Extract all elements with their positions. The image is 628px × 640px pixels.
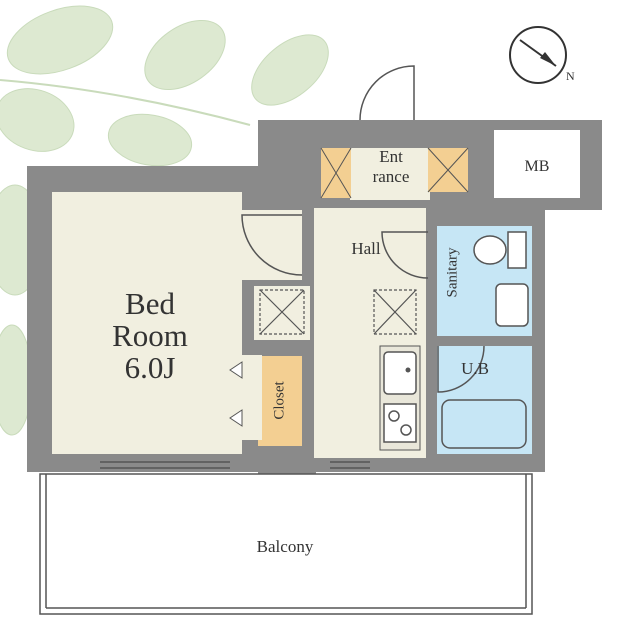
bedroom-label-line2: Room <box>112 318 188 353</box>
windows <box>100 461 370 469</box>
leaf-decoration-icon <box>0 5 329 436</box>
entrance-label-line1: Ent <box>379 147 403 166</box>
balcony-label: Balcony <box>256 537 314 556</box>
ub-label: U.B <box>461 359 489 378</box>
entrance-label-line2: rance <box>372 167 410 186</box>
mb-floor <box>494 130 580 198</box>
closet-floor <box>258 356 302 446</box>
sink-icon <box>383 351 417 395</box>
closet-niche <box>242 355 262 440</box>
hall-label: Hall <box>351 239 381 258</box>
bedroom-size-label: 6.0J <box>124 350 176 385</box>
closet-label: Closet <box>271 381 288 420</box>
svg-text:N: N <box>566 69 575 83</box>
entrance-floor <box>350 148 430 200</box>
balcony-outline <box>39 473 533 615</box>
sanitary-label: Sanitary <box>444 247 461 298</box>
mb-label: MB <box>524 158 550 175</box>
pantry-x-marks <box>259 289 417 335</box>
doors <box>241 65 485 393</box>
storage-x-marks <box>320 147 469 199</box>
bathtub-icon <box>441 399 527 449</box>
washbasin-icon <box>495 283 529 327</box>
closet-hangers <box>229 361 243 427</box>
compass-icon: N <box>509 26 575 84</box>
bedroom-label-line1: Bed <box>125 286 175 321</box>
bedroom-floor <box>52 192 242 454</box>
toilet-icon <box>473 231 527 269</box>
stove-icon <box>383 403 417 443</box>
bedroom-niche <box>242 210 302 280</box>
